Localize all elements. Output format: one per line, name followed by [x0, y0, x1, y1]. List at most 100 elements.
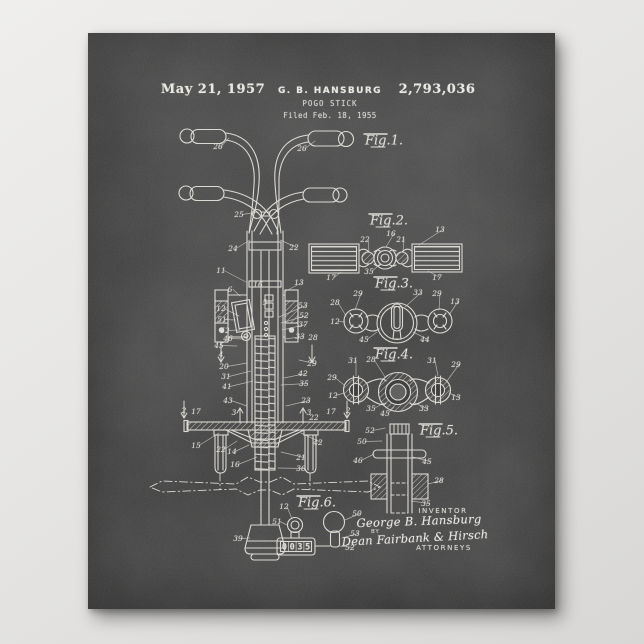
leader-line	[225, 320, 235, 321]
reference-number: 52	[220, 326, 230, 335]
reference-number: 45	[379, 409, 390, 418]
reference-number: 22	[308, 413, 319, 422]
reference-number: 17	[191, 407, 201, 416]
leader-line	[411, 501, 429, 504]
leader-line	[449, 302, 458, 316]
reference-number: 45	[213, 341, 224, 350]
leader-line	[238, 457, 257, 465]
leader-line	[405, 293, 421, 308]
reference-number: 28	[329, 298, 340, 307]
leader-line	[335, 378, 344, 386]
reference-number: 2	[345, 406, 351, 415]
reference-number: 16	[230, 460, 240, 469]
leader-line	[374, 403, 384, 409]
reference-number: 20	[218, 362, 229, 371]
figure-label: Fig.4.	[374, 348, 413, 363]
reference-number: 3	[307, 408, 312, 417]
leader-line	[228, 330, 240, 331]
leader-line	[279, 306, 306, 318]
reference-number: 29	[352, 289, 363, 298]
leader-line	[305, 141, 315, 149]
reference-number: 22	[215, 445, 226, 454]
patent-title: POGO STICK	[255, 99, 405, 108]
leader-line	[280, 522, 287, 526]
reference-number: 3	[232, 408, 237, 417]
reference-number: 13	[451, 393, 461, 402]
reference-number: 12	[216, 304, 226, 313]
leader-line	[282, 325, 306, 331]
figure-label: Fig.1.	[364, 134, 403, 149]
counter-digit: 3	[297, 543, 302, 553]
leader-line	[439, 294, 440, 311]
reference-number: 13	[450, 297, 460, 306]
counter-digits: 0035	[282, 543, 310, 553]
reference-number: 46	[222, 334, 233, 343]
leader-line	[428, 271, 440, 278]
motion-arrows	[181, 343, 350, 423]
leader-line	[447, 365, 459, 382]
reference-number: 36	[296, 464, 306, 473]
reference-number: 35	[299, 379, 309, 388]
figure-labels: Fig.1.Fig.2.Fig.3.Fig.4.Fig.5.Fig.6.	[297, 134, 458, 511]
reference-number: 11	[216, 266, 225, 275]
reference-number: 46	[352, 456, 363, 465]
leader-line	[386, 234, 394, 248]
reference-number: 29	[326, 373, 337, 382]
reference-number: 5	[263, 298, 268, 307]
reference-number: 22	[359, 235, 370, 244]
reference-number: 17	[326, 273, 336, 282]
reference-number: 37	[298, 320, 308, 329]
leader-line	[338, 303, 346, 317]
leader-line	[413, 457, 430, 462]
leader-line	[338, 322, 345, 323]
counter-window	[281, 542, 312, 552]
figure-label: Fig.5.	[419, 424, 458, 439]
figure-label: Fig.2.	[369, 214, 408, 229]
leader-line	[284, 283, 302, 293]
reference-number: 42	[312, 438, 323, 447]
leader-line	[388, 407, 394, 414]
spring-coil	[255, 336, 275, 470]
leader-line	[227, 363, 247, 367]
guide-tubes	[215, 435, 316, 473]
reference-number: 43	[222, 396, 233, 405]
leader-line	[222, 346, 237, 347]
attorneys-label: ATTORNEYS	[398, 544, 490, 552]
reference-number: 14	[227, 447, 237, 456]
leader-line	[242, 212, 258, 215]
reference-number: 31	[427, 356, 436, 365]
filed-date: Filed Feb. 18, 1955	[255, 111, 405, 120]
reference-number: 35	[366, 404, 376, 413]
reference-number: 51	[217, 315, 226, 324]
counter-digit: 0	[290, 543, 295, 553]
leader-line	[230, 381, 253, 387]
leader-line	[403, 240, 404, 253]
leader-line	[435, 361, 438, 377]
leader-line	[231, 339, 244, 340]
leader-line	[336, 393, 344, 396]
reference-number: 29	[306, 359, 317, 368]
counter-digit: 5	[305, 543, 310, 553]
fig4-hub-hatched-section	[344, 373, 451, 412]
counter-digit: 0	[282, 543, 287, 553]
pogo-stick-figure	[150, 129, 380, 560]
reference-number: 52	[299, 311, 309, 320]
leader-line	[372, 264, 380, 272]
fig5-tube-detail	[371, 424, 428, 513]
reference-number: 33	[419, 404, 429, 413]
reference-number: 35	[364, 267, 374, 276]
leader-line	[199, 433, 219, 446]
handlebar-lower	[179, 186, 347, 234]
leader-line	[415, 403, 427, 409]
reference-number: 12	[330, 317, 340, 326]
reference-number: 21	[395, 235, 405, 244]
reference-number: 28	[307, 333, 318, 342]
leader-line	[229, 371, 251, 377]
fig2-footrest-top-view	[309, 244, 462, 273]
reference-number: 28	[433, 476, 444, 485]
side-brackets	[215, 290, 298, 342]
leader-line	[224, 271, 246, 283]
leader-line	[301, 433, 321, 443]
patent-number: 2,793,036	[376, 82, 498, 97]
